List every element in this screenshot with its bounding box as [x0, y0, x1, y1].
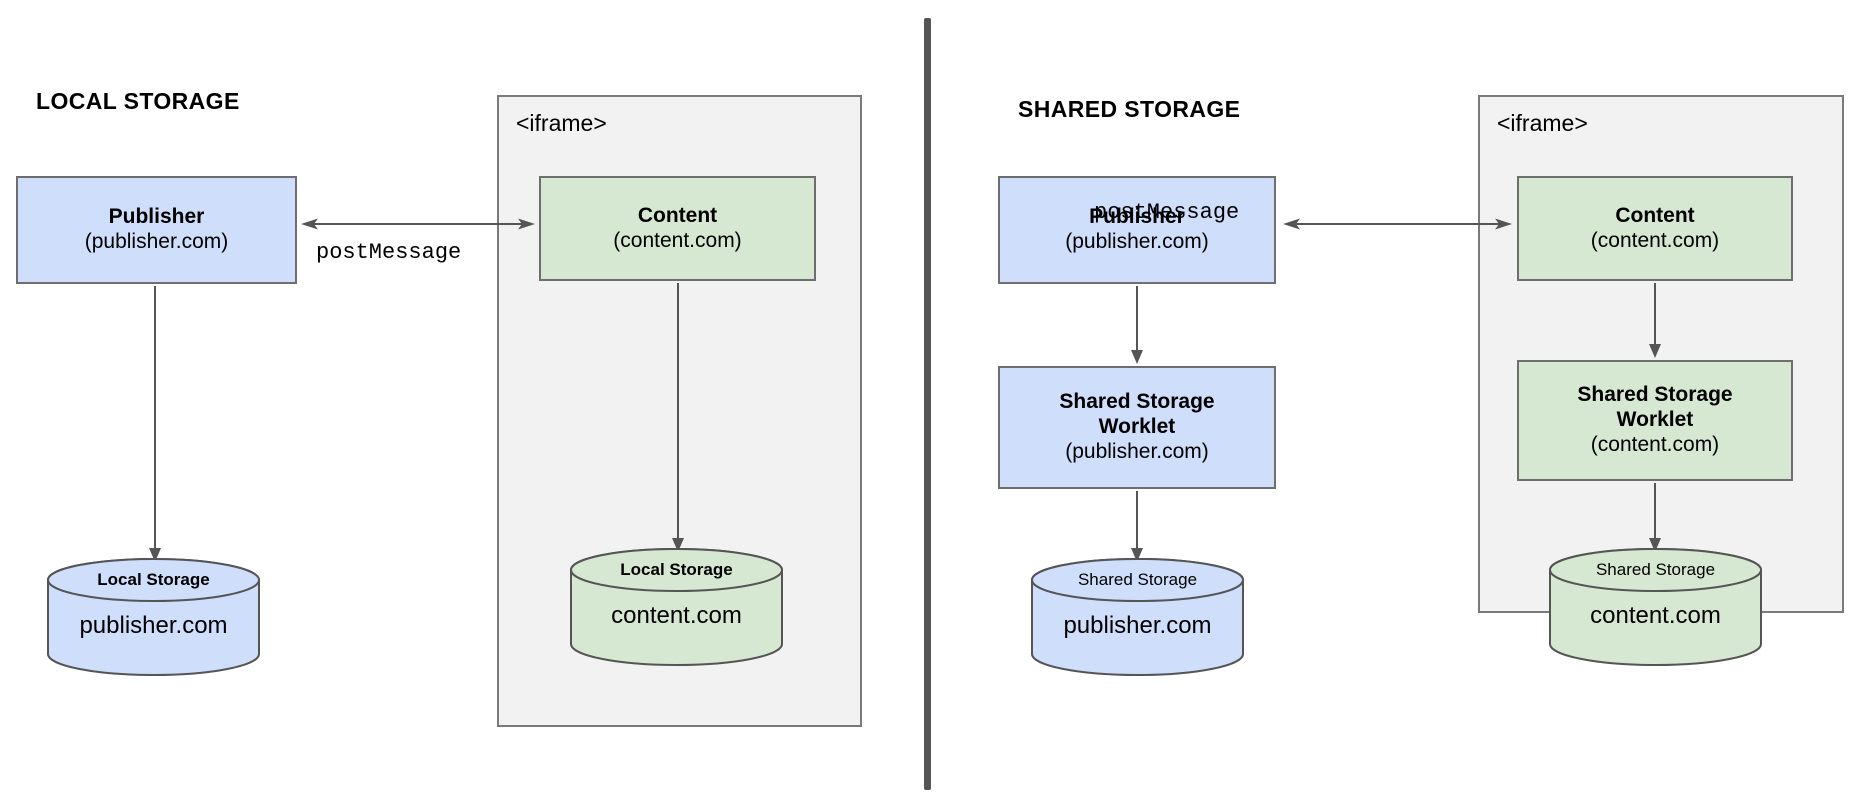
node-content-left-sub: (content.com) — [613, 228, 742, 252]
panel-divider — [924, 18, 931, 790]
cylinder-local-storage-content-label: Local Storage — [620, 560, 733, 579]
node-worklet-content-sub: (content.com) — [1590, 432, 1720, 456]
node-content-left[interactable]: Content (content.com) — [539, 176, 816, 281]
node-worklet-content[interactable]: Shared Storage Worklet (content.com) — [1517, 360, 1793, 481]
cylinder-local-storage-content[interactable]: Local Storage content.com — [570, 548, 783, 666]
label-postmessage-left: postMessage — [316, 240, 462, 265]
cylinder-shared-storage-content-origin: content.com — [1590, 602, 1721, 629]
label-postmessage-right: postMessage — [1094, 200, 1240, 225]
panel-title-shared-storage: SHARED STORAGE — [1018, 96, 1241, 122]
node-publisher-right[interactable]: Publisher (publisher.com) — [998, 176, 1276, 284]
node-publisher-left-title: Publisher — [108, 205, 205, 229]
node-publisher-right-sub: (publisher.com) — [1065, 230, 1209, 253]
iframe-container-right: <iframe> — [1478, 95, 1844, 613]
node-worklet-publisher[interactable]: Shared Storage Worklet (publisher.com) — [998, 366, 1276, 489]
cylinder-local-storage-publisher[interactable]: Local Storage publisher.com — [47, 558, 260, 676]
cylinder-shared-storage-publisher-label: Shared Storage — [1077, 570, 1198, 589]
cylinder-shared-storage-content-label: Shared Storage — [1595, 560, 1716, 579]
cylinder-local-storage-publisher-label: Local Storage — [97, 570, 210, 589]
iframe-label-right: <iframe> — [1497, 110, 1588, 136]
node-content-left-title: Content — [637, 203, 718, 227]
node-content-right-title: Content — [1615, 203, 1695, 227]
node-publisher-left[interactable]: Publisher (publisher.com) — [16, 176, 297, 284]
cylinder-shared-storage-content[interactable]: Shared Storage content.com — [1549, 548, 1762, 666]
node-publisher-right-title: Publisher — [1089, 205, 1185, 229]
node-worklet-publisher-title: Shared Storage Worklet — [1059, 390, 1215, 439]
panel-title-local-storage: LOCAL STORAGE — [36, 88, 240, 114]
node-content-right-sub: (content.com) — [1590, 228, 1720, 252]
node-content-right[interactable]: Content (content.com) — [1517, 176, 1793, 281]
node-publisher-left-sub: (publisher.com) — [84, 230, 229, 253]
cylinder-local-storage-publisher-origin: publisher.com — [79, 612, 228, 639]
cylinder-local-storage-content-origin: content.com — [611, 602, 742, 629]
cylinder-shared-storage-publisher-origin: publisher.com — [1063, 612, 1212, 639]
cylinder-shared-storage-publisher[interactable]: Shared Storage publisher.com — [1031, 558, 1244, 676]
node-worklet-content-title: Shared Storage Worklet — [1577, 383, 1733, 432]
node-worklet-publisher-sub: (publisher.com) — [1065, 439, 1209, 463]
iframe-label-left: <iframe> — [516, 110, 607, 136]
